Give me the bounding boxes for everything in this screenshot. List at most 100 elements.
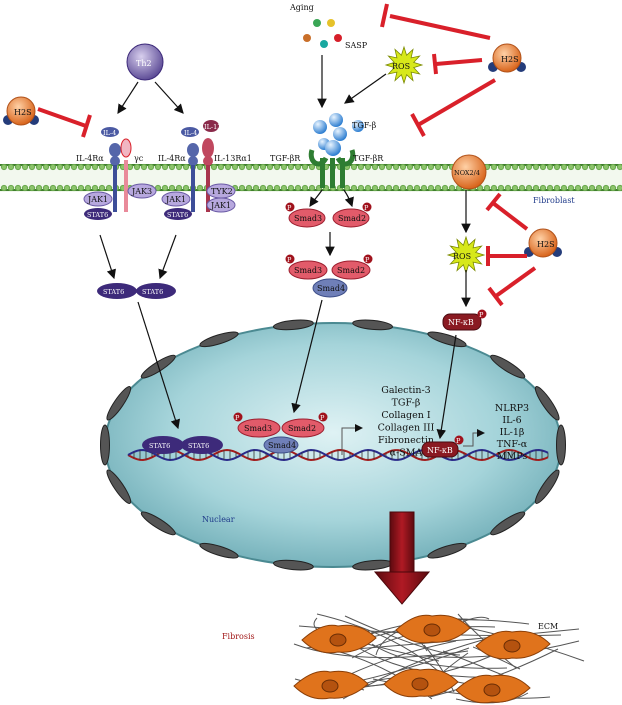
svg-text:P: P xyxy=(287,256,292,264)
tgf-beta-ligands xyxy=(313,113,364,150)
nfkb-nuclear-arrow xyxy=(436,334,457,440)
svg-text:STAT6: STAT6 xyxy=(188,442,209,450)
svg-text:Th2: Th2 xyxy=(136,59,152,68)
aging-label: Aging xyxy=(289,3,314,12)
th2-il13-arrow xyxy=(154,81,184,114)
ros-tgf-arrow xyxy=(344,73,387,104)
gene-label: IL-6 xyxy=(502,415,521,426)
svg-text:IL-4: IL-4 xyxy=(103,129,116,137)
svg-text:P: P xyxy=(235,414,240,422)
yc-label: γc xyxy=(134,154,144,163)
svg-text:NOX2/4: NOX2/4 xyxy=(454,169,480,177)
svg-text:ROS: ROS xyxy=(392,62,410,71)
svg-text:NF-κB: NF-κB xyxy=(448,318,474,327)
svg-text:STAT6: STAT6 xyxy=(149,442,170,450)
gene-label: TGF-β xyxy=(392,398,421,409)
il13ra1-label: IL-13Rα1 xyxy=(214,154,252,163)
gene-label: NLRP3 xyxy=(495,403,529,414)
ecm-region xyxy=(293,613,585,704)
svg-text:STAT6: STAT6 xyxy=(167,211,188,219)
svg-text:IL-4: IL-4 xyxy=(184,129,197,137)
svg-text:Smad4: Smad4 xyxy=(268,441,296,450)
gene-label: Fibronectin xyxy=(378,435,434,446)
h2s-molecule-top: H2S xyxy=(488,43,526,73)
fibroblast-label: Fibroblast xyxy=(533,196,575,205)
smad-nuclear-arrow xyxy=(291,299,323,414)
inhibit-h2s-tgf xyxy=(410,78,497,137)
svg-text:Smad4: Smad4 xyxy=(317,284,345,293)
gene-label: MMPs xyxy=(497,451,528,462)
th2-il4-arrow xyxy=(117,81,139,115)
inhibit-h2s-nfkb xyxy=(487,266,537,307)
gene-label: Collagen III xyxy=(378,423,435,434)
stat6-membrane: STAT6 STAT6 xyxy=(84,208,192,220)
tgfbr-smad3-arrow xyxy=(309,189,323,207)
inhibit-h2s-aging xyxy=(380,3,491,40)
svg-text:Smad3: Smad3 xyxy=(294,266,322,275)
cell-membrane xyxy=(0,163,622,192)
smad-nuclear: Smad3 Smad2 P P Smad4 xyxy=(233,412,328,454)
svg-text:H2S: H2S xyxy=(14,108,32,117)
svg-text:ROS: ROS xyxy=(453,252,471,261)
fibroblast-cell xyxy=(475,630,551,660)
sasp-dots xyxy=(303,19,342,48)
svg-text:P: P xyxy=(287,204,292,212)
fibroblast-cell xyxy=(395,614,471,644)
tgfbr-smad2-arrow xyxy=(343,189,354,208)
fibrosis-label: Fibrosis xyxy=(222,632,255,641)
stat6-nuclear: STAT6 STAT6 xyxy=(142,436,223,454)
svg-text:Smad3: Smad3 xyxy=(244,424,272,433)
fibrosis-arrow xyxy=(373,511,431,605)
stat-arrow-1 xyxy=(99,234,116,280)
stat6-dimer-cytoplasm: STAT6 STAT6 xyxy=(97,283,176,299)
svg-text:Smad2: Smad2 xyxy=(338,214,366,223)
svg-text:Smad3: Smad3 xyxy=(294,214,322,223)
stat-nuclear-arrow xyxy=(137,301,181,430)
svg-text:P: P xyxy=(320,414,325,422)
ecm-label: ECM xyxy=(538,622,558,631)
gene-label: Galectin-3 xyxy=(381,385,430,396)
fibroblast-cell xyxy=(455,674,531,704)
transcription-arrow-left xyxy=(341,424,363,455)
tgfbr-label-left: TGF-βR xyxy=(270,154,301,163)
transcription-arrow-right xyxy=(463,429,485,447)
inhibit-h2s-ros-mid xyxy=(486,246,527,266)
h2s-molecule-left: H2S xyxy=(3,96,39,126)
fibroblast-cell xyxy=(293,670,369,700)
svg-text:JAK1: JAK1 xyxy=(87,195,108,204)
svg-text:P: P xyxy=(479,311,484,319)
gene-label: TNF-α xyxy=(497,439,528,450)
nuclear-label: Nuclear xyxy=(202,515,235,524)
gene-label: α-SMA xyxy=(390,448,423,459)
ros-top: ROS xyxy=(384,45,424,85)
il4ra-label-1: IL-4Rα xyxy=(76,154,104,163)
il4-receptor-complex: IL-4 xyxy=(101,127,132,212)
svg-text:H2S: H2S xyxy=(501,55,519,64)
fibroblast-cell xyxy=(301,624,377,654)
inhibit-h2s-ros xyxy=(432,53,483,75)
h2s-molecule-mid: H2S xyxy=(524,228,562,258)
svg-text:H2S: H2S xyxy=(537,240,555,249)
svg-text:NF-κB: NF-κB xyxy=(427,446,453,455)
nfkb-cytoplasm: NF-κB P xyxy=(442,309,487,331)
svg-text:Smad2: Smad2 xyxy=(337,266,365,275)
svg-text:JAK1: JAK1 xyxy=(165,195,186,204)
tgf-beta-receptor xyxy=(308,140,356,188)
svg-text:P: P xyxy=(364,204,369,212)
svg-text:STAT6: STAT6 xyxy=(103,288,124,296)
nox-enzyme: NOX2/4 xyxy=(451,154,487,190)
ros-mid: ROS xyxy=(446,235,486,275)
tgf-beta-label: TGF-β xyxy=(352,121,377,130)
svg-text:STAT6: STAT6 xyxy=(87,211,108,219)
tgfbr-label-right: TGF-βR xyxy=(353,154,384,163)
inhibit-h2s-nox xyxy=(485,192,529,231)
smad-complex-cytoplasm: Smad3 Smad2 P P Smad4 xyxy=(285,254,373,298)
svg-text:JAK3: JAK3 xyxy=(131,187,152,196)
gene-label: Collagen I xyxy=(381,410,431,421)
inhibit-h2s-il4 xyxy=(37,107,92,138)
fibroblast-cell xyxy=(383,668,459,698)
il4ra-label-2: IL-4Rα xyxy=(158,154,186,163)
